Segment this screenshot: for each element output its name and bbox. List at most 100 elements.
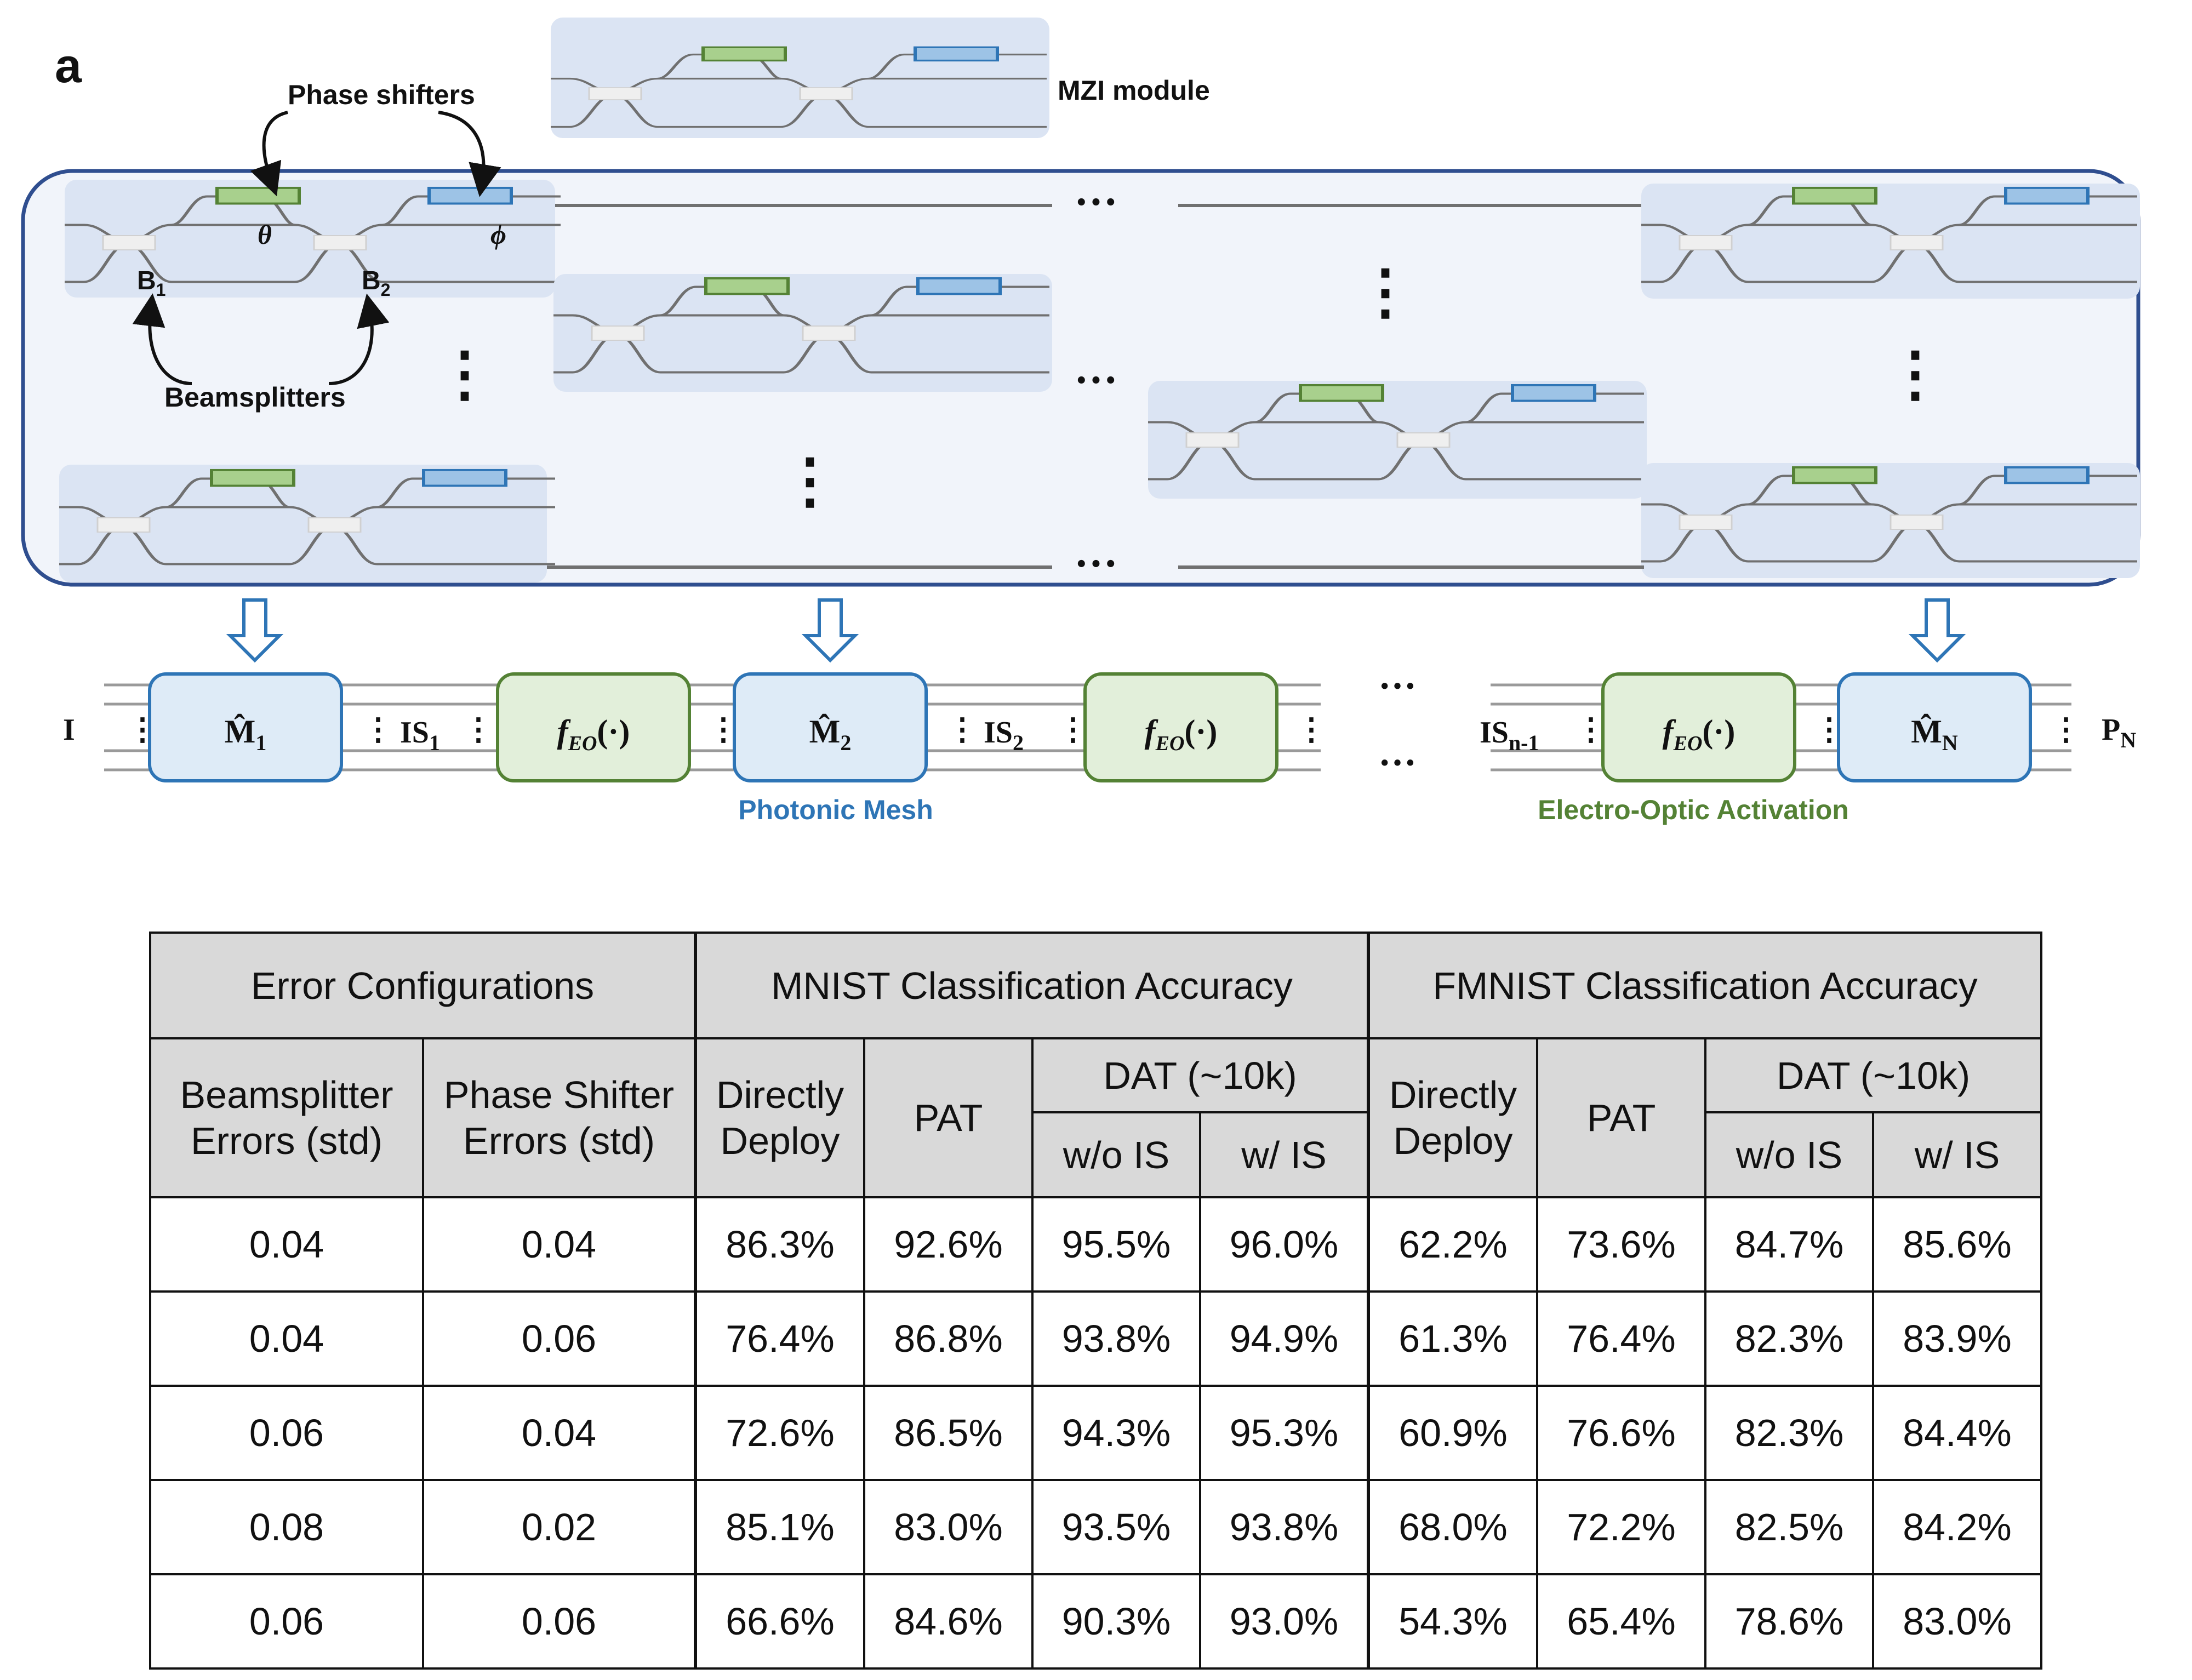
table-cell: 0.04 [422,1196,697,1293]
phase-arrow-1 [250,111,288,197]
table-cell: 90.3% [1031,1573,1201,1670]
fEO-label-1: fEO(·) [557,713,630,755]
table-cell: 82.3% [1704,1385,1874,1481]
table-cell: 72.2% [1536,1479,1706,1575]
beamsplitters-label: Beamsplitters [164,382,346,413]
table-cell: 61.3% [1367,1290,1538,1387]
phase-shifters-label: Phase shifters [288,79,475,110]
b2-label: B2 [362,266,390,300]
table-cell: 54.3% [1367,1573,1538,1670]
panel-a-label: a [55,38,82,93]
table-cell: 78.6% [1704,1573,1874,1670]
table-cell: 0.06 [422,1290,697,1387]
panel-a-diagram: a MZI module θ ϕ B1 B2 Phase shifters Be… [21,18,2140,825]
table-cell: 83.0% [1872,1573,2042,1670]
table-cell: 96.0% [1199,1196,1369,1293]
table-cell: 0.04 [422,1385,697,1481]
mzi-module-label: MZI module [1058,75,1210,106]
table-cell: 60.9% [1367,1385,1538,1481]
table-cell: 0.06 [149,1573,424,1670]
table-cell: 95.5% [1031,1196,1201,1293]
table-cell: 76.6% [1536,1385,1706,1481]
hdots-3: ··· [1074,540,1118,588]
table-cell: 82.5% [1704,1479,1874,1575]
header-mnist-wo-is: w/o IS [1031,1111,1201,1198]
table-cell: 0.04 [149,1290,424,1387]
vdots-2: ⋮ [780,448,840,515]
hdots-1: ··· [1074,178,1118,226]
table-cell: 65.4% [1536,1573,1706,1670]
table-cell: 84.6% [863,1573,1034,1670]
activation-block-2 [1083,672,1278,782]
table-cell: 84.4% [1872,1385,2042,1481]
vdots-p5: ⋮ [947,713,978,747]
vdots-p6: ⋮ [1058,713,1088,747]
vdots-4: ⋮ [1885,341,1945,408]
fEO-label-n: fEO(·) [1663,713,1736,755]
table-cell: 0.02 [422,1479,697,1575]
table-cell: 93.8% [1199,1479,1369,1575]
table-cell: 66.6% [694,1573,865,1670]
header-row-top: Error Configurations MNIST Classificatio… [149,932,2042,1039]
bs-arrow-2 [328,293,390,385]
vdots-p9: ⋮ [1814,713,1845,747]
table-cell: 86.5% [863,1385,1034,1481]
mesh-block-2 [733,672,928,782]
table-cell: 85.6% [1872,1196,2042,1293]
phi-label: ϕ [490,219,506,250]
vdots-p3: ⋮ [463,713,494,747]
header-error-configs: Error Configurations [149,932,697,1039]
table-cell: 94.9% [1199,1290,1369,1387]
header-fmnist-w-is: w/ IS [1872,1111,2042,1198]
vdots-p10: ⋮ [2051,713,2081,747]
table-cell: 94.3% [1031,1385,1201,1481]
table-cell: 93.0% [1199,1573,1369,1670]
table-cell: 82.3% [1704,1290,1874,1387]
table-cell: 93.8% [1031,1290,1201,1387]
table-cell: 72.6% [694,1385,865,1481]
table-cell: 93.5% [1031,1479,1201,1575]
vdots-p7: ⋮ [1296,713,1327,747]
header-row-sub: w/o IS w/ IS w/o IS w/ IS [150,1111,2042,1198]
table-cell: 85.1% [694,1479,865,1575]
bs-arrow-1 [132,293,192,385]
vdots-p1: ⋮ [127,713,158,747]
table-cell: 84.7% [1704,1196,1874,1293]
mn-label: M̂N [1911,713,1958,755]
table-cell: 73.6% [1536,1196,1706,1293]
table-cell: 83.9% [1872,1290,2042,1387]
hdots-2: ··· [1074,356,1118,404]
table-cell: 95.3% [1199,1385,1369,1481]
phase-arrow-2 [438,111,501,197]
hdots-p1: ··· [1378,665,1417,707]
header-fmnist-pat: PAT [1536,1037,1706,1198]
activation-caption: Electro-Optic Activation [1538,795,1849,825]
table-cell: 84.2% [1872,1479,2042,1575]
mesh-block-1 [148,672,343,782]
table-cell: 0.08 [149,1479,424,1575]
header-mnist-dat: DAT (~10k) [1031,1037,1369,1113]
input-label: I [63,713,75,747]
table-cell: 68.0% [1367,1479,1538,1575]
header-fmnist: FMNIST Classification Accuracy [1367,932,2042,1039]
header-mnist: MNIST Classification Accuracy [694,932,1369,1039]
table-cell: 0.06 [149,1385,424,1481]
mesh-block-n [1837,672,2032,782]
vdots-p2: ⋮ [363,713,393,747]
photonic-mesh-caption: Photonic Mesh [738,795,933,825]
header-mnist-pat: PAT [863,1037,1034,1198]
activation-block-1 [496,672,691,782]
header-fmnist-dat: DAT (~10k) [1704,1037,2042,1113]
activation-block-n [1601,672,1796,782]
m2-label: M̂2 [809,713,852,755]
m1-label: M̂1 [225,713,267,755]
down-arrow-icons [226,598,1966,663]
